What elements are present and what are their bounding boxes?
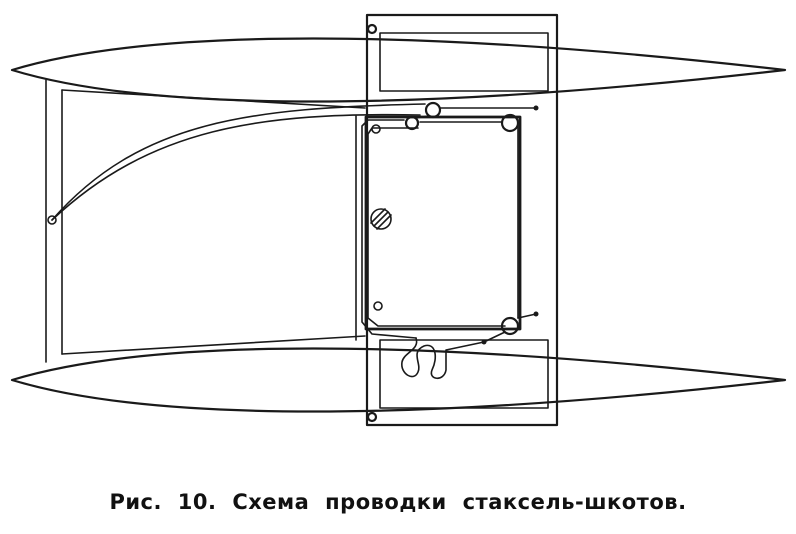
figure-label: Рис. 10. <box>109 490 217 514</box>
deck-platform <box>355 13 559 427</box>
upper-hull <box>10 37 787 103</box>
cleats <box>481 105 539 345</box>
catamaran-sheet-diagram <box>10 13 787 427</box>
mast-icon <box>370 208 392 230</box>
lower-hull <box>10 347 787 413</box>
pulleys <box>47 23 520 423</box>
figure-caption: Рис. 10. Схема проводки стаксель-шкотов. <box>0 490 796 514</box>
front-crossbeam <box>45 79 366 363</box>
figure-title: Схема проводки стаксель-шкотов. <box>232 490 687 514</box>
jib-sheet-lines <box>51 103 537 380</box>
